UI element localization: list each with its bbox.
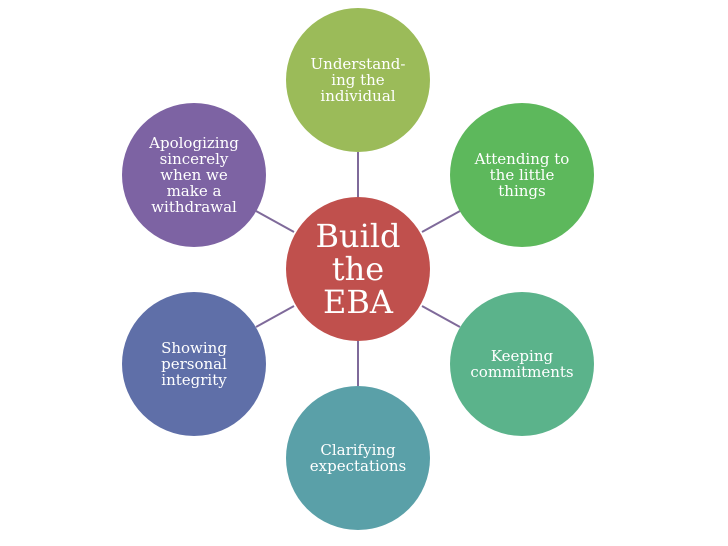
node-apologizing-sincerely: Apologizing sincerely when we make a wit… [122, 103, 266, 247]
node-label: Showing personal integrity [161, 339, 227, 389]
node-clarifying-expectations: Clarifying expectations [286, 386, 430, 530]
node-keeping-commitments: Keeping commitments [450, 292, 594, 436]
node-label: Attending to the little things [474, 150, 570, 200]
node-showing-integrity: Showing personal integrity [122, 292, 266, 436]
connector-bottom-right [421, 305, 461, 328]
node-label: Clarifying expectations [309, 441, 407, 475]
node-label: Understand- ing the individual [310, 55, 406, 105]
node-label: Apologizing sincerely when we make a wit… [149, 134, 239, 216]
connector-top-left [255, 210, 295, 233]
connector-top-right [421, 210, 461, 233]
node-attending-little-things: Attending to the little things [450, 103, 594, 247]
node-understanding-individual: Understand- ing the individual [286, 8, 430, 152]
node-label: Keeping commitments [470, 347, 574, 381]
center-node-build-eba: Build the EBA [286, 197, 430, 341]
center-label: Build the EBA [315, 216, 401, 321]
connector-bottom-left [255, 305, 295, 328]
